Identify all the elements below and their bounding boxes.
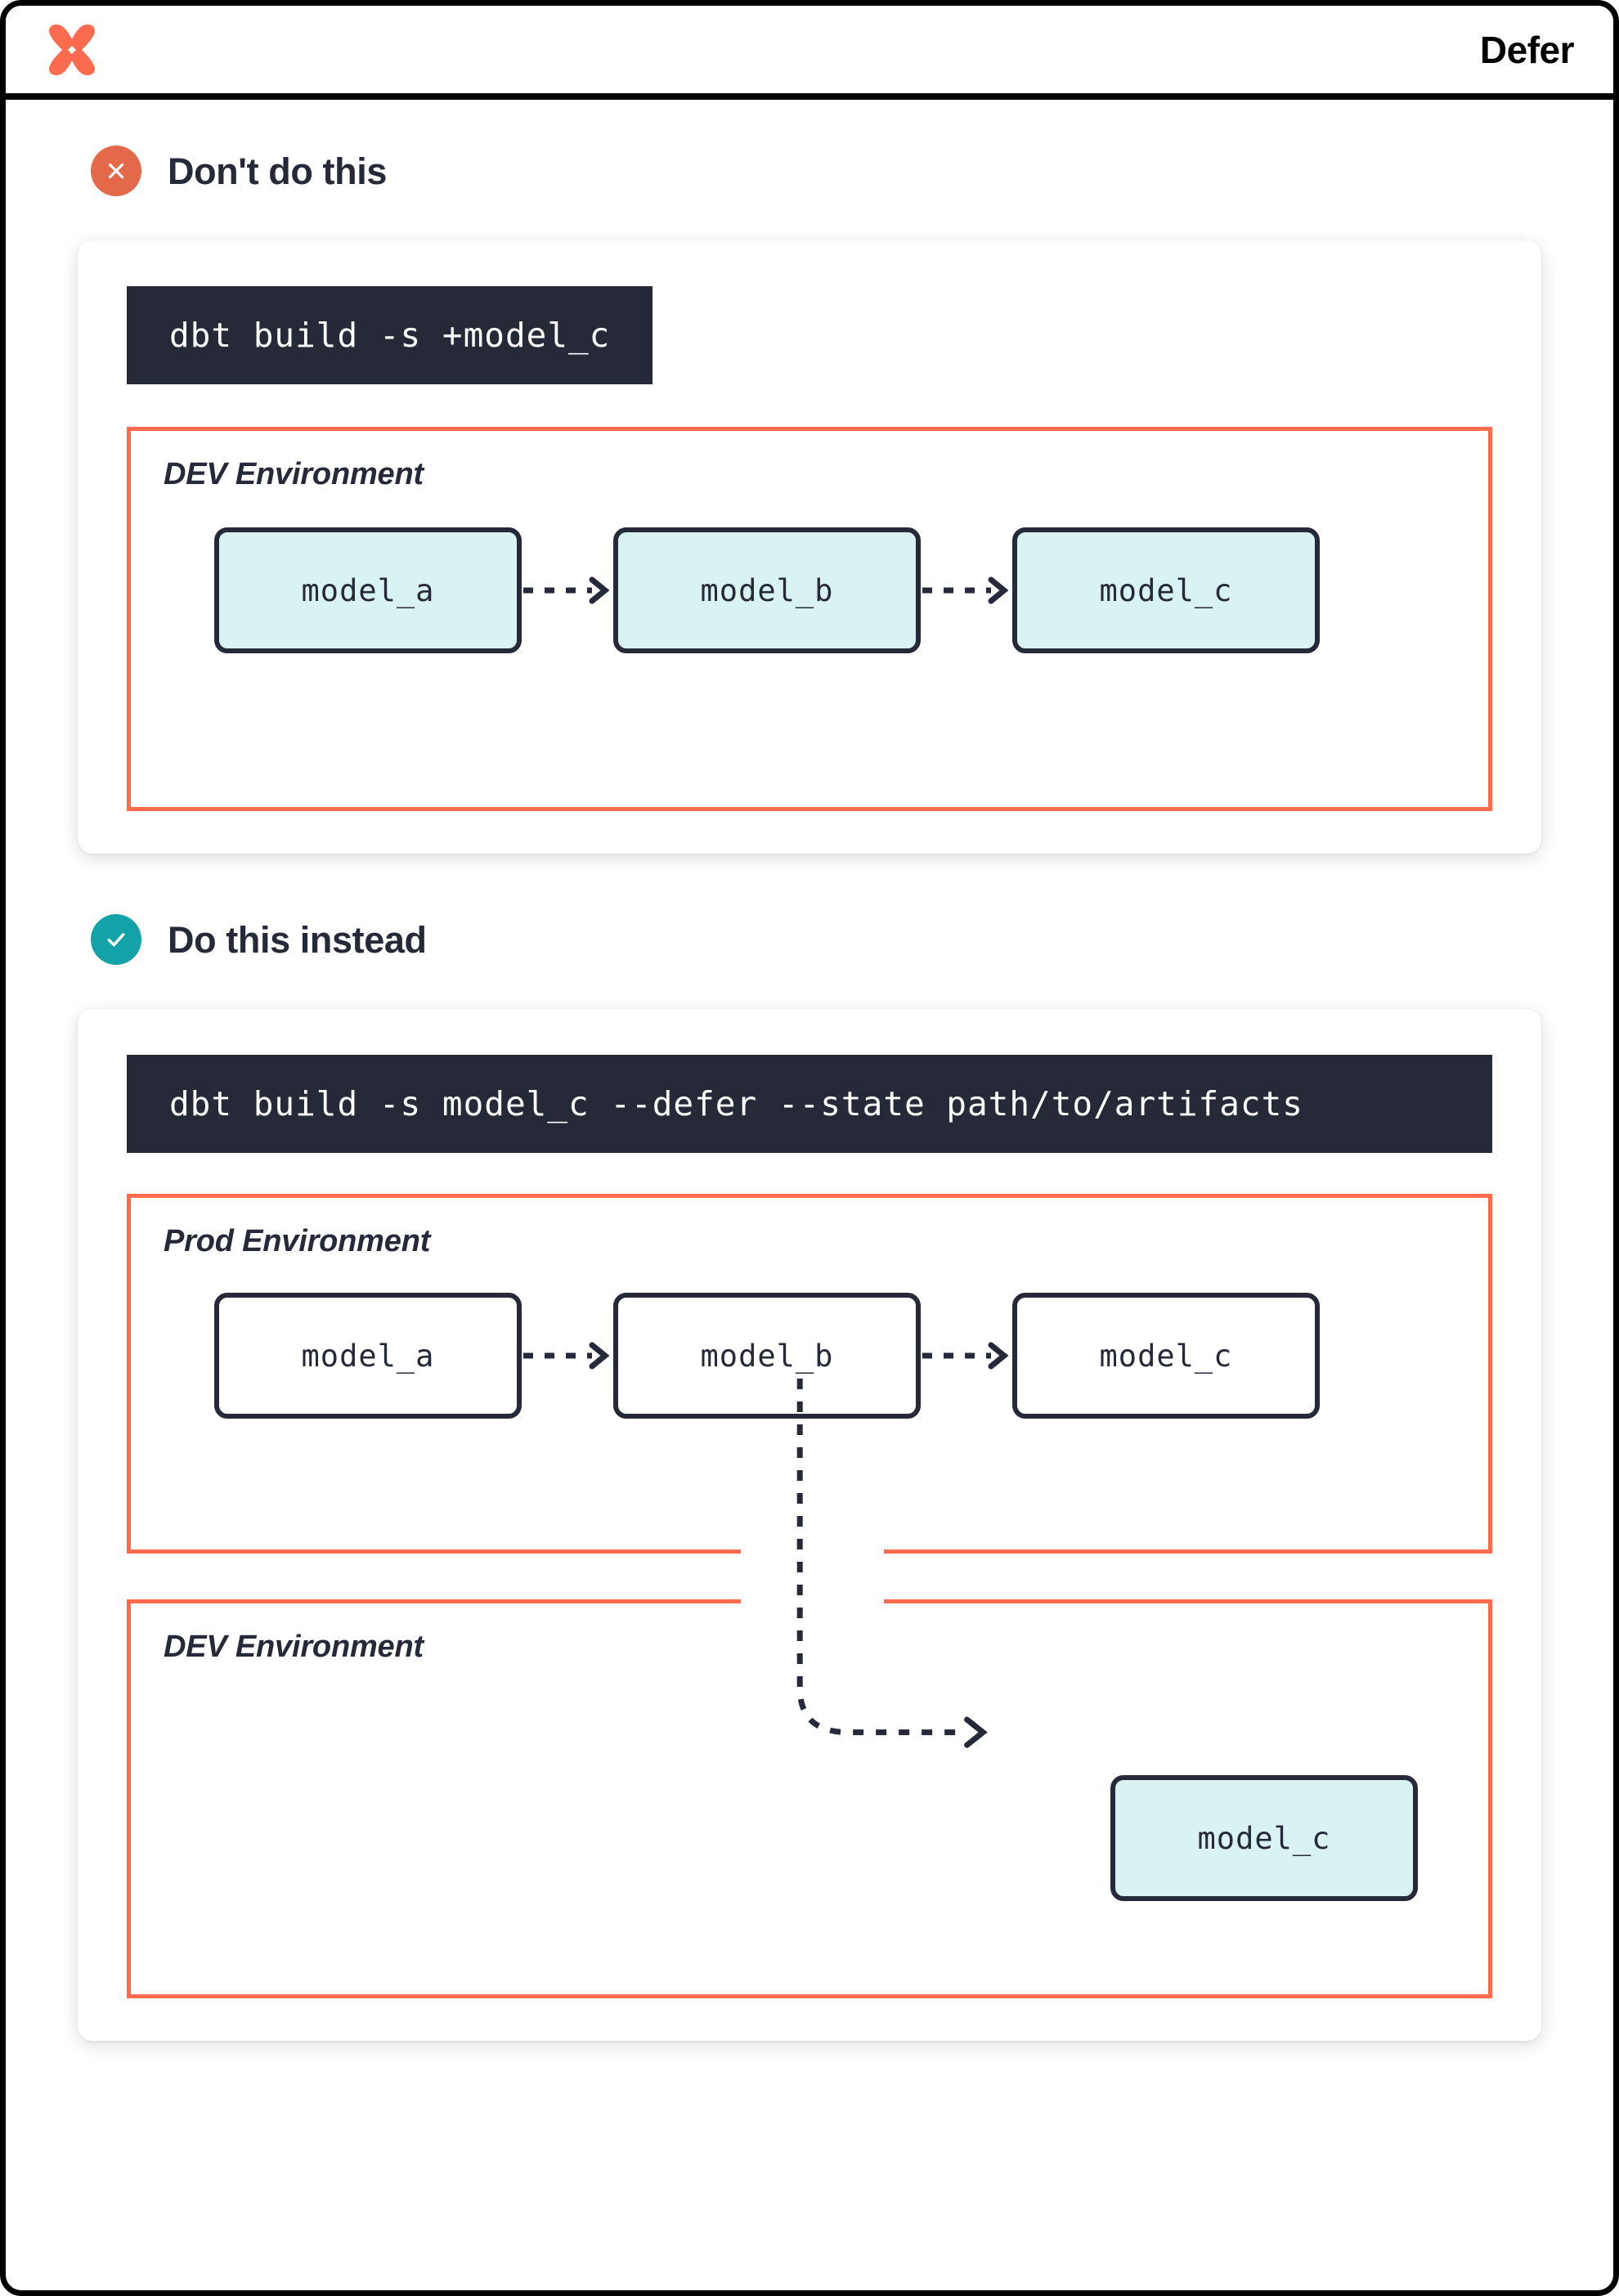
model-node[interactable]: model_b — [613, 1293, 921, 1419]
model-node[interactable]: model_a — [214, 527, 522, 653]
model-node[interactable]: model_a — [214, 1293, 522, 1419]
environment-box-dev: DEV Environment model_c — [127, 1599, 1492, 1998]
environment-box-dev: DEV Environment model_a model_b — [127, 427, 1492, 811]
border-gap-mask — [741, 1594, 884, 1608]
page-header: Defer — [6, 6, 1613, 100]
environment-stack: Prod Environment model_a model_b — [127, 1194, 1492, 1998]
environment-label: Prod Environment — [164, 1224, 431, 1258]
command-block: dbt build -s +model_c — [127, 286, 653, 384]
dashed-arrow-icon — [921, 574, 1012, 607]
page-title: Defer — [1479, 28, 1575, 71]
command-block: dbt build -s model_c --defer --state pat… — [127, 1055, 1492, 1153]
model-node[interactable]: model_b — [613, 527, 921, 653]
model-node[interactable]: model_c — [1012, 1293, 1320, 1419]
environment-label: DEV Environment — [164, 457, 424, 491]
section-header: Don't do this — [78, 146, 1541, 196]
dashed-arrow-icon — [522, 574, 613, 607]
close-icon — [91, 146, 141, 196]
model-flow: model_a model_b — [164, 1293, 1455, 1419]
model-flow: model_c — [164, 1775, 1455, 1901]
dbt-logo — [43, 19, 101, 81]
model-node[interactable]: model_c — [1012, 527, 1320, 653]
model-flow: model_a model_b — [164, 527, 1455, 653]
example-card-good: dbt build -s model_c --defer --state pat… — [78, 1009, 1541, 2041]
example-card-bad: dbt build -s +model_c DEV Environment mo… — [78, 240, 1541, 854]
section-do-this-instead: Do this instead dbt build -s model_c --d… — [78, 914, 1541, 2041]
section-header: Do this instead — [78, 914, 1541, 965]
environment-label: DEV Environment — [164, 1630, 424, 1664]
section-title: Don't do this — [168, 150, 387, 192]
section-dont-do-this: Don't do this dbt build -s +model_c DEV … — [78, 146, 1541, 854]
page-body: Don't do this dbt build -s +model_c DEV … — [6, 100, 1613, 2074]
dashed-arrow-icon — [522, 1339, 613, 1372]
check-icon — [91, 914, 141, 965]
model-node[interactable]: model_c — [1110, 1775, 1418, 1901]
section-title: Do this instead — [168, 918, 427, 961]
border-gap-mask — [741, 1549, 884, 1562]
environment-box-prod: Prod Environment model_a model_b — [127, 1194, 1492, 1554]
dashed-arrow-icon — [921, 1339, 1012, 1372]
